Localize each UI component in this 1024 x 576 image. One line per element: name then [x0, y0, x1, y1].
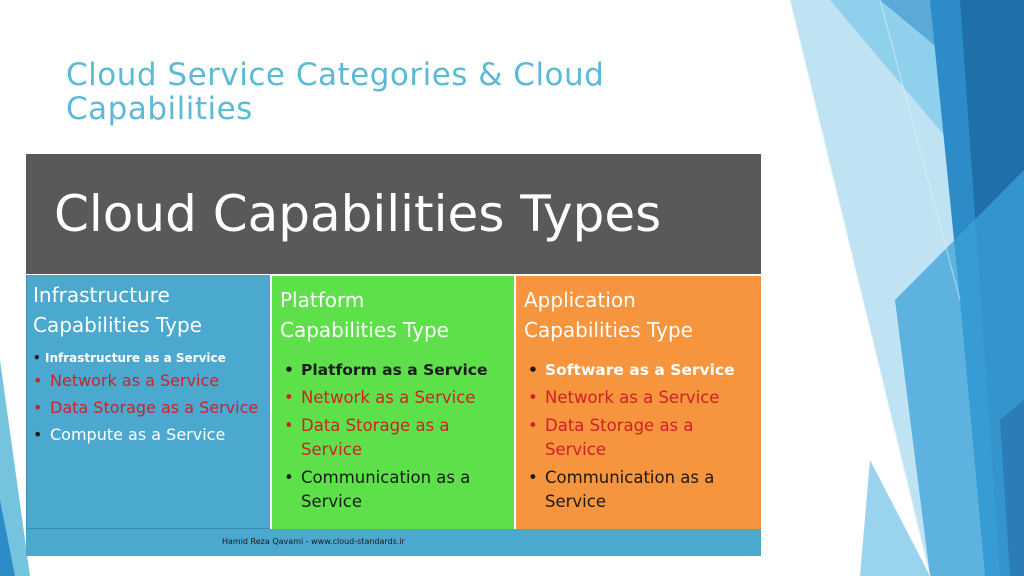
- column-title-line2: Capabilities Type: [33, 313, 202, 337]
- list-item: Compute as a Service: [33, 423, 265, 447]
- column-title: Platform Capabilities Type: [280, 285, 449, 345]
- list-item: Infrastructure as a Service: [33, 349, 265, 367]
- column-infrastructure: Infrastructure Capabilities Type Infrast…: [26, 275, 270, 529]
- column-title-line1: Platform: [280, 288, 365, 312]
- column-title-line1: Application: [524, 288, 636, 312]
- slide-title: Cloud Service Categories & Cloud Capabil…: [66, 57, 605, 127]
- list-item: Software as a Service: [528, 358, 754, 382]
- list-item: Network as a Service: [284, 386, 510, 410]
- footer-credit: Hamid Reza Qavami - www.cloud-standards.…: [222, 537, 405, 546]
- footer-bar: Hamid Reza Qavami - www.cloud-standards.…: [26, 529, 761, 556]
- list-item: Platform as a Service: [284, 358, 510, 382]
- list-item: Communication as a Service: [528, 466, 754, 514]
- column-title-line2: Capabilities Type: [524, 318, 693, 342]
- list-item: Data Storage as a Service: [33, 396, 265, 420]
- column-title: Infrastructure Capabilities Type: [33, 280, 202, 340]
- list-item: Network as a Service: [33, 369, 265, 393]
- capability-list: Software as a Service Network as a Servi…: [528, 358, 754, 518]
- header-title: Cloud Capabilities Types: [54, 185, 662, 243]
- header-bar: Cloud Capabilities Types: [26, 154, 761, 274]
- column-application: Application Capabilities Type Software a…: [516, 276, 761, 529]
- list-item: Data Storage as a Service: [528, 414, 754, 462]
- column-platform: Platform Capabilities Type Platform as a…: [272, 276, 514, 529]
- column-title-line1: Infrastructure: [33, 283, 170, 307]
- list-item: Data Storage as a Service: [284, 414, 510, 462]
- column-title-line2: Capabilities Type: [280, 318, 449, 342]
- column-title: Application Capabilities Type: [524, 285, 693, 345]
- capability-list: Infrastructure as a Service Network as a…: [33, 349, 265, 450]
- list-item: Communication as a Service: [284, 466, 510, 514]
- capability-list: Platform as a Service Network as a Servi…: [284, 358, 510, 518]
- list-item: Network as a Service: [528, 386, 754, 410]
